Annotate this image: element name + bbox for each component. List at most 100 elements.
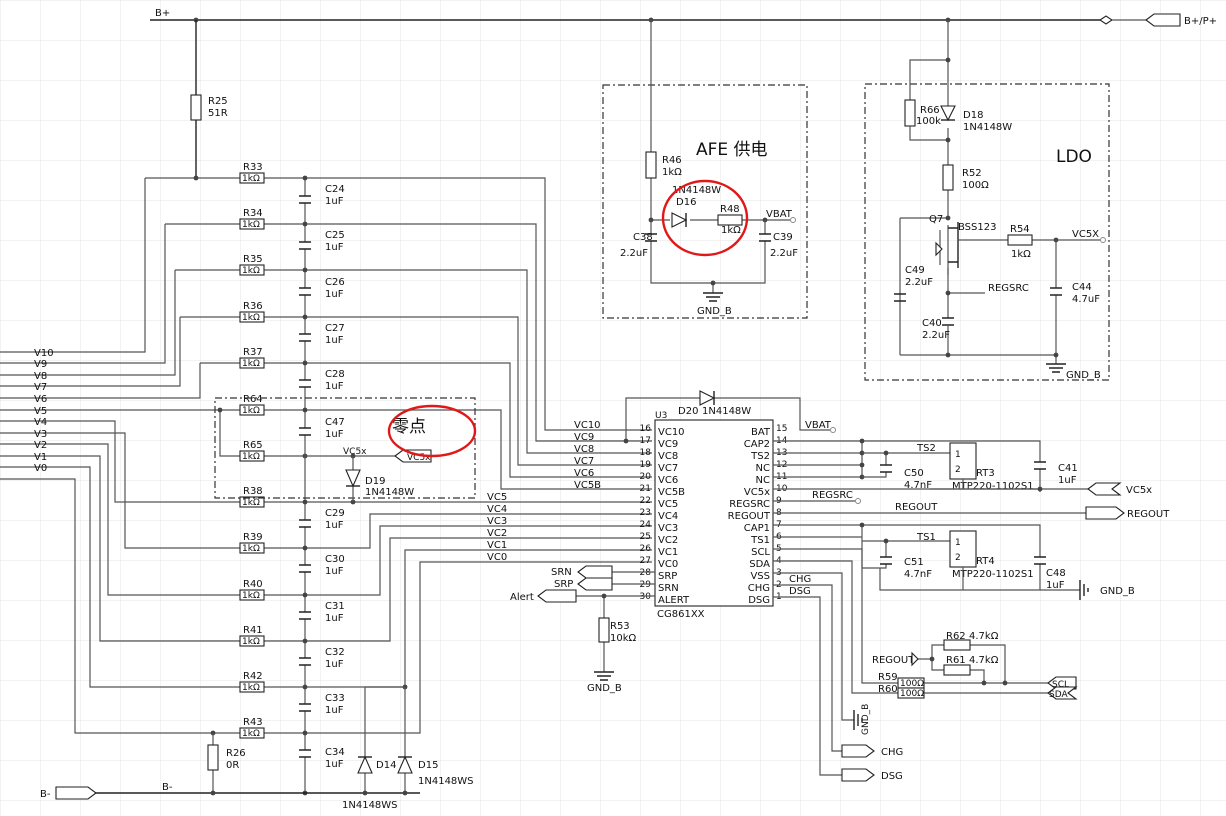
afe-gnd-label: GND_B bbox=[697, 306, 732, 317]
r34-ref: R34 bbox=[243, 208, 263, 219]
net-vc9: VC9 bbox=[574, 432, 594, 443]
r43-ref: R43 bbox=[243, 717, 263, 728]
afe-supply-block: AFE 供电 R46 1kΩ 1N4148W D16 R48 1kΩ VBAT … bbox=[602, 20, 808, 319]
rt4-pin2: 2 bbox=[955, 553, 961, 563]
afe-title: AFE 供电 bbox=[696, 140, 768, 160]
r61-ref: R61 bbox=[946, 655, 966, 666]
d15-value: 1N4148WS bbox=[418, 776, 474, 787]
input-v5: V5 bbox=[34, 406, 47, 417]
capacitor-column: C24 1uF C25 1uF C26 1uF C27 1uF C28 1uF … bbox=[299, 175, 345, 796]
ic-pin-name-right: NC bbox=[756, 475, 770, 486]
input-v0: V0 bbox=[34, 463, 47, 474]
ic-pin-number-left: 29 bbox=[640, 580, 652, 590]
c29-value: 1uF bbox=[325, 520, 344, 531]
sense-and-alert: SRN SRP Alert R53 10kΩ GND_B bbox=[510, 565, 655, 694]
r37-ref: R37 bbox=[243, 347, 263, 358]
ic-pin-name-right: REGSRC bbox=[729, 499, 770, 510]
net-vc10: VC10 bbox=[574, 420, 601, 431]
ic-pin-name-right: TS1 bbox=[750, 535, 770, 546]
port-bplus-pplus bbox=[1145, 13, 1181, 27]
net-vc5: VC5 bbox=[487, 492, 507, 503]
ic-pin-name-right: REGOUT bbox=[728, 511, 771, 522]
c33-value: 1uF bbox=[325, 705, 344, 716]
net-vc8: VC8 bbox=[574, 444, 594, 455]
r37-value: 1kΩ bbox=[242, 359, 260, 369]
ic-pin-number-left: 21 bbox=[640, 484, 651, 494]
input-v2: V2 bbox=[34, 440, 47, 451]
r53-gnd-label: GND_B bbox=[587, 683, 622, 694]
net-vc7: VC7 bbox=[574, 456, 594, 467]
vss-gnd-label: GND_B bbox=[861, 704, 871, 735]
r26-value: 0R bbox=[226, 760, 239, 771]
ic-right-network: TS2 C50 4.7nF 1 2 RT3 MTP220-1102S1 C41 … bbox=[773, 438, 1170, 782]
c48-value: 1uF bbox=[1046, 580, 1065, 591]
ic-pin-number-left: 25 bbox=[640, 532, 651, 542]
zero-point-title: 零点 bbox=[392, 417, 426, 437]
d19-value: 1N4148W bbox=[365, 487, 414, 498]
r65-ref: R65 bbox=[243, 440, 263, 451]
d16-ref: D16 bbox=[676, 197, 696, 208]
ic-pin-name-right: CHG bbox=[748, 583, 770, 594]
net-vc4: VC4 bbox=[487, 504, 507, 515]
ic-pin-name-right: BAT bbox=[751, 427, 771, 438]
c34-ref: C34 bbox=[325, 747, 345, 758]
c41-value: 1uF bbox=[1058, 475, 1077, 486]
cell-inputs: V10 V9 V8 V7 V6 V5 V4 V3 V2 V1 V0 bbox=[34, 348, 54, 474]
r65-value: 1kΩ bbox=[242, 452, 260, 462]
r53-value: 10kΩ bbox=[610, 633, 637, 644]
port-chg bbox=[841, 744, 875, 758]
rt4-value: MTP220-1102S1 bbox=[952, 569, 1034, 580]
ic-pin-name-right: NC bbox=[756, 463, 770, 474]
r25-value: 51R bbox=[208, 108, 228, 119]
port-bminus bbox=[55, 786, 97, 800]
ic-pin-number-left: 19 bbox=[640, 460, 652, 470]
ic-pin-name-left: VC3 bbox=[658, 523, 678, 534]
c39-ref: C39 bbox=[773, 232, 793, 243]
sda-label: SDA bbox=[1049, 690, 1068, 700]
input-v3: V3 bbox=[34, 429, 47, 440]
ic-name: CG861XX bbox=[657, 609, 705, 620]
zero-point-block: VC5x D19 1N4148W VC5x 零点 bbox=[214, 397, 477, 502]
r60-ref: R60 bbox=[878, 684, 898, 695]
c27-value: 1uF bbox=[325, 335, 344, 346]
r52-ref: R52 bbox=[962, 168, 982, 179]
c33-ref: C33 bbox=[325, 693, 345, 704]
ic-pin-name-right: VSS bbox=[750, 571, 770, 582]
r53-ref: R53 bbox=[610, 621, 630, 632]
d18-ref: D18 bbox=[963, 110, 983, 121]
ic-pin-name-left: VC0 bbox=[658, 559, 678, 570]
c29-ref: C29 bbox=[325, 508, 345, 519]
srp-label: SRP bbox=[554, 579, 573, 590]
ldo-title: LDO bbox=[1056, 147, 1092, 167]
r39-value: 1kΩ bbox=[242, 544, 260, 554]
r62-value: 4.7kΩ bbox=[969, 631, 999, 642]
c26-value: 1uF bbox=[325, 289, 344, 300]
d18-value: 1N4148W bbox=[963, 122, 1012, 133]
net-vc0: VC0 bbox=[487, 552, 507, 563]
r66-value: 100k bbox=[916, 116, 941, 127]
ic-pin-name-left: VC5B bbox=[658, 487, 685, 498]
q7-value: BSS123 bbox=[958, 222, 996, 233]
srn-label: SRN bbox=[551, 567, 572, 578]
dsg-port-label: DSG bbox=[881, 771, 903, 782]
highlight-circle-zero bbox=[387, 404, 477, 458]
port-vc5x-out bbox=[1087, 482, 1122, 496]
c47-ref: C47 bbox=[325, 417, 345, 428]
net-vc2: VC2 bbox=[487, 528, 507, 539]
input-v7: V7 bbox=[34, 382, 47, 393]
net-vbat-ic: VBAT bbox=[805, 420, 832, 431]
ic-left-net-labels: VC10 VC9 VC8 VC7 VC6 VC5B VC5 VC4 VC3 VC… bbox=[487, 420, 601, 563]
net-vc5b: VC5B bbox=[574, 480, 601, 491]
c41-ref: C41 bbox=[1058, 463, 1078, 474]
r48-ref: R48 bbox=[720, 204, 740, 215]
port-srp bbox=[577, 577, 613, 591]
r38-value: 1kΩ bbox=[242, 498, 260, 508]
r59-ref: R59 bbox=[878, 672, 898, 683]
r25-ref: R25 bbox=[208, 96, 228, 107]
ic-pin-number-left: 22 bbox=[640, 496, 651, 506]
net-label-bminus: B- bbox=[162, 782, 173, 793]
ic-pin-number-left: 20 bbox=[640, 472, 652, 482]
input-v10: V10 bbox=[34, 348, 54, 359]
